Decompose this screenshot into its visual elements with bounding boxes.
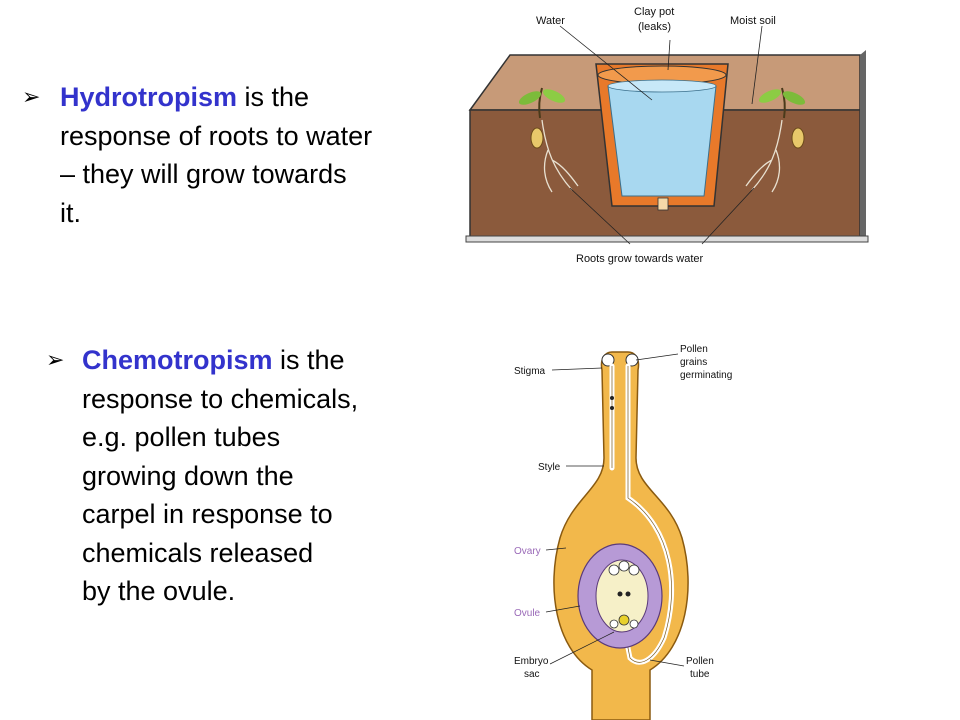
ovule-label: Ovule [514, 608, 541, 619]
box-side [860, 50, 866, 238]
pot-water [607, 85, 717, 197]
right-seedling-leaf [758, 89, 782, 103]
water-surface [607, 79, 717, 93]
pollen-leader [635, 353, 679, 361]
embryo-sac-label-2: sac [524, 669, 540, 680]
carpel-body [553, 351, 689, 720]
left-roots [541, 119, 579, 193]
style-label: Style [538, 462, 561, 473]
tube-nucleus [610, 396, 614, 400]
left-seed [530, 127, 544, 149]
left-seedling-stem [538, 87, 543, 119]
stigma-leader [551, 367, 603, 371]
box-base [465, 235, 869, 243]
soil-leader [751, 25, 763, 105]
stigma-label: Stigma [514, 366, 546, 377]
left-seedling-leaf [542, 89, 566, 103]
chemotropism-text: Chemotropism is the response to chemical… [82, 341, 358, 611]
chemotropism-keyword: Chemotropism [82, 345, 273, 375]
pollen-tube-label-2: tube [690, 669, 710, 680]
chemotropism-line-1: Chemotropism is the [82, 341, 358, 380]
ovule-leader [545, 605, 581, 613]
pollen-tube-outline [611, 366, 672, 663]
hydrotropism-line-1-rest: is the [237, 82, 310, 112]
hydrotropism-line-3: – they will grow towards [60, 159, 347, 189]
tube-nucleus [610, 406, 614, 410]
pot-leader [667, 39, 671, 71]
roots-leader-right [701, 187, 755, 245]
chemotropism-line-4: growing down the [82, 460, 294, 491]
pollen-grains-label-3: germinating [680, 370, 732, 381]
pollen-grain [601, 353, 615, 367]
right-seed [791, 127, 805, 149]
roots-leader-left [569, 187, 631, 245]
chemotropism-line-3: e.g. pollen tubes [82, 422, 281, 452]
antipodal-cell [628, 564, 640, 576]
pollen-tube-label-1: Pollen [686, 656, 714, 667]
chemotropism-line-1-rest: is the [272, 345, 345, 375]
chemotropism-line-7: by the ovule. [82, 576, 236, 606]
antipodal-cell [618, 560, 630, 572]
pollen-grains-label-2: grains [680, 357, 707, 368]
ovary-leader [545, 547, 567, 551]
hydrotropism-keyword: Hydrotropism [60, 82, 238, 112]
clay-pot-label-2: (leaks) [638, 21, 671, 33]
pot-plug [657, 197, 669, 211]
water-label: Water [536, 15, 565, 27]
moist-soil-label: Moist soil [730, 15, 776, 27]
hydrotropism-pot-diagram: Water Clay pot (leaks) Moist soil Roots … [465, 6, 869, 265]
hydrotropism-line-1: Hydrotropism is the [60, 78, 372, 117]
right-roots [745, 119, 783, 193]
chemotropism-carpel-diagram: Stigma Pollen grains germinating Style O… [514, 344, 732, 720]
ovary-label: Ovary [514, 546, 541, 557]
arrowhead-bullet-icon: ➢ [46, 347, 65, 372]
chemotropism-line-5: carpel in response to [82, 499, 333, 529]
polar-nucleus [625, 591, 631, 597]
embryo-sac [595, 559, 649, 633]
polar-nucleus [617, 591, 623, 597]
pollen-tube-leader [649, 659, 685, 667]
right-seedling-stem [781, 87, 786, 119]
left-seedling-leaf [518, 91, 542, 105]
embryo-sac-label-1: Embryo [514, 656, 549, 667]
arrowhead-bullet-icon: ➢ [22, 84, 41, 109]
right-seedling-leaf [782, 91, 806, 105]
embryo-leader [549, 631, 615, 665]
hydrotropism-line-4: it. [60, 197, 82, 228]
chemotropism-line-2: response to chemicals, [82, 383, 359, 414]
clay-pot-label: Clay pot [634, 6, 674, 18]
egg-cell [618, 614, 630, 626]
synergid [609, 619, 619, 629]
pollen-grains-label-1: Pollen [680, 344, 708, 355]
hydrotropism-text: Hydrotropism is the response of roots to… [60, 78, 372, 232]
chemotropism-line-6: chemicals released [82, 537, 314, 568]
roots-label: Roots grow towards water [576, 253, 703, 265]
water-leader [559, 25, 653, 101]
antipodal-cell [608, 564, 620, 576]
synergid [629, 619, 639, 629]
hydrotropism-line-2: response of roots to water [60, 120, 373, 151]
